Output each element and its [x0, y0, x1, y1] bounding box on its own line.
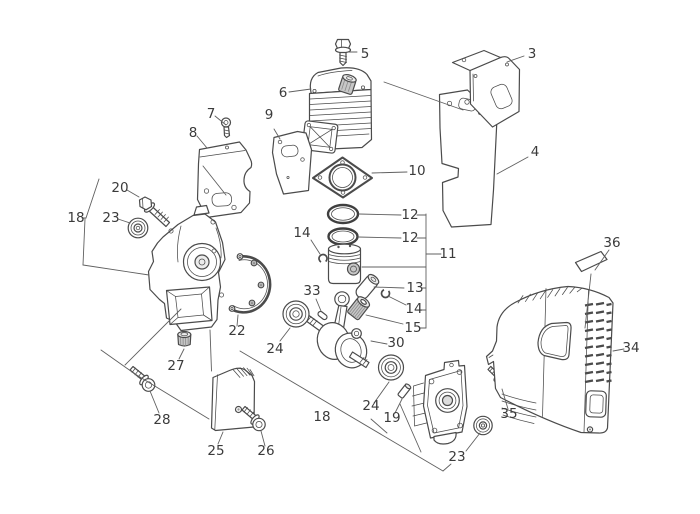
- part-25-cover-plate: [210, 367, 256, 432]
- callout-12-top: 12: [401, 207, 418, 223]
- part-30-crankshaft: [304, 291, 370, 369]
- callout-24-right: 24: [362, 398, 379, 414]
- part-5-bolt: [334, 38, 352, 67]
- part-19-dowel-pin: [397, 383, 412, 399]
- callout-28: 28: [153, 412, 170, 428]
- callout-33: 33: [303, 283, 320, 299]
- part-34-engine-cover: [485, 285, 614, 434]
- part-3-bracket: [451, 49, 521, 128]
- callout-8: 8: [189, 125, 198, 141]
- part-20-bolt: [138, 196, 171, 228]
- callout-23-bottom: 23: [448, 449, 465, 465]
- vent-slots: [584, 301, 612, 384]
- part-9-gasket: [271, 130, 313, 195]
- callout-6: 6: [279, 85, 288, 101]
- part-36-label-sticker: [574, 250, 608, 273]
- callout-18-bottom: 18: [313, 409, 330, 425]
- callout-4: 4: [531, 144, 540, 160]
- part-10-cylinder-gasket: [312, 156, 373, 199]
- callout-35: 35: [500, 406, 517, 422]
- callout-12-bottom: 12: [401, 230, 418, 246]
- callout-9: 9: [265, 107, 274, 123]
- part-6-cylinder: [301, 67, 373, 154]
- callout-14-left: 14: [293, 225, 310, 241]
- callout-18-left: 18: [67, 210, 84, 226]
- callout-11: 11: [439, 246, 456, 262]
- callout-5: 5: [361, 46, 370, 62]
- part-7-screw: [220, 117, 232, 139]
- part-11-piston: [327, 243, 362, 285]
- callout-7: 7: [207, 106, 216, 122]
- callout-13: 13: [406, 280, 423, 296]
- callout-30: 30: [387, 335, 404, 351]
- callout-24-left: 24: [266, 341, 283, 357]
- callout-23-left: 23: [102, 210, 119, 226]
- part-18-crankcase-right: [411, 359, 468, 445]
- part-14-circlips: [318, 253, 391, 299]
- part-33-woodruff-key: [317, 310, 328, 321]
- exhaust-flange: [301, 120, 339, 154]
- part-27-plug-cap: [177, 330, 192, 347]
- part-26-bolt: [241, 405, 266, 432]
- callout-20: 20: [111, 180, 128, 196]
- callout-22: 22: [228, 323, 245, 339]
- part-22-crankcase-gasket: [228, 253, 272, 314]
- callout-19: 19: [383, 410, 400, 426]
- part-12-piston-rings: [326, 203, 360, 246]
- callout-14-right: 14: [405, 301, 422, 317]
- callout-27: 27: [167, 358, 184, 374]
- callout-36: 36: [603, 235, 620, 251]
- callout-labels: 5 3 6 7 9 8 4 10 20 18 23 12 14 12 11 36…: [67, 46, 639, 465]
- spark-plug-boss: [338, 74, 357, 95]
- part-24-main-bearings: [282, 300, 405, 381]
- leader-lines: [81, 51, 625, 472]
- callout-26: 26: [257, 443, 274, 459]
- callout-3: 3: [528, 46, 537, 62]
- part-8-heat-shield: [196, 141, 253, 219]
- part-23-oil-seals: [127, 217, 493, 436]
- callout-34: 34: [622, 340, 639, 356]
- part-15-needle-bearing: [347, 296, 371, 321]
- callout-25: 25: [207, 443, 224, 459]
- callout-15: 15: [404, 320, 421, 336]
- callout-10: 10: [408, 163, 425, 179]
- part-18-crankcase-left: [147, 204, 226, 332]
